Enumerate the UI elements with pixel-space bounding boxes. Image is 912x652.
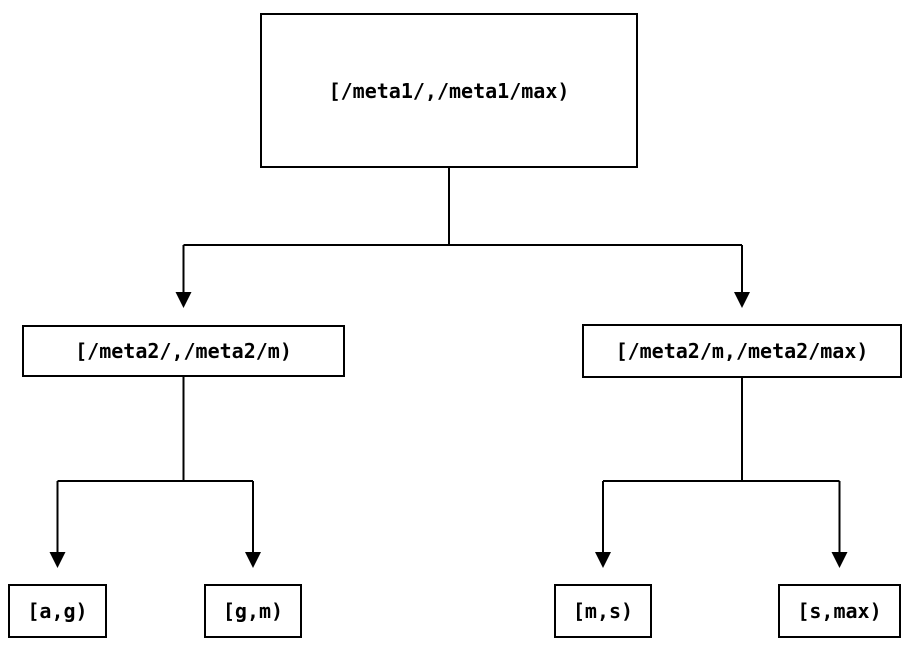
node-label: [a,g) xyxy=(27,599,88,623)
node-leaf-ms: [m,s) xyxy=(554,584,652,638)
node-label: [/meta2/m,/meta2/max) xyxy=(615,339,869,363)
node-label: [m,s) xyxy=(572,599,634,623)
arrow-down-icon xyxy=(49,552,66,568)
node-label: [g,m) xyxy=(222,599,284,623)
node-left-child-range: [/meta2/,/meta2/m) xyxy=(22,325,345,377)
node-leaf-ag: [a,g) xyxy=(8,584,107,638)
node-label: [/meta2/,/meta2/m) xyxy=(75,339,292,363)
edge-root-to-children xyxy=(182,168,743,294)
arrow-down-icon xyxy=(175,292,192,308)
arrow-down-icon xyxy=(595,552,611,568)
node-leaf-smax: [s,max) xyxy=(778,584,901,638)
edge-right-child-to-leaves xyxy=(602,378,841,554)
arrow-down-icon xyxy=(734,292,750,308)
node-label: [/meta1/,/meta1/max) xyxy=(328,78,570,103)
arrow-down-icon xyxy=(245,552,261,568)
arrow-down-icon xyxy=(831,552,848,568)
node-label: [s,max) xyxy=(797,599,882,623)
node-root-range: [/meta1/,/meta1/max) xyxy=(260,13,638,168)
node-leaf-gm: [g,m) xyxy=(204,584,302,638)
node-right-child-range: [/meta2/m,/meta2/max) xyxy=(582,324,902,378)
edge-left-child-to-leaves xyxy=(56,377,254,554)
